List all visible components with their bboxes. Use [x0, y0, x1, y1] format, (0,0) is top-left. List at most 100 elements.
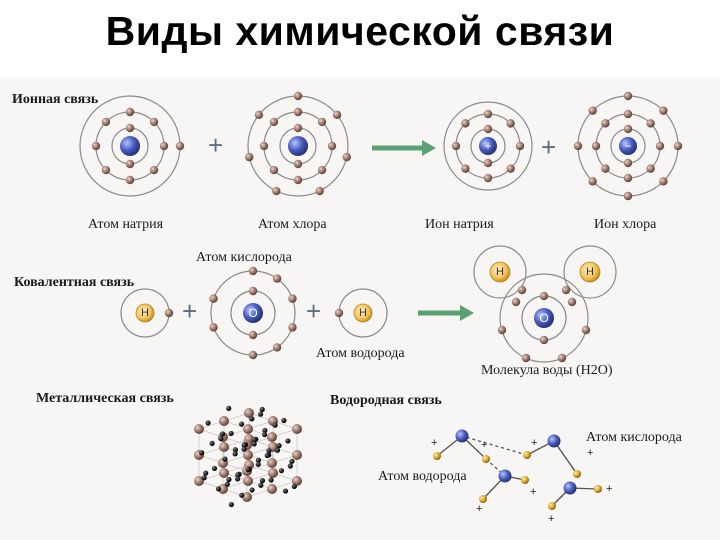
electron: [269, 117, 279, 127]
electron: [673, 141, 683, 151]
electron: [332, 110, 342, 120]
label-hb-hydrogen: Атом водорода: [378, 469, 467, 484]
metal-ion: [194, 424, 204, 434]
hydrogen-nucleus: [135, 303, 155, 323]
electron: [588, 177, 597, 186]
electron: [317, 165, 327, 175]
free-electron: [239, 492, 245, 498]
free-electron: [276, 443, 282, 449]
electron: [254, 110, 264, 120]
electron: [245, 152, 254, 162]
electron: [101, 165, 111, 175]
plus-sign-3: +: [182, 296, 197, 326]
electron: [272, 274, 282, 283]
free-electron: [262, 427, 268, 434]
electron: [293, 123, 303, 133]
hydrogen-atom: [521, 476, 529, 484]
metal-ion: [267, 458, 277, 468]
electron: [293, 107, 303, 117]
covalent-arrow: [418, 305, 474, 321]
electron: [588, 106, 597, 115]
free-electron: [226, 405, 232, 411]
partial-charge: +: [476, 503, 482, 515]
metal-ion: [292, 476, 302, 486]
section-ionic-label: Ионная связь: [12, 92, 99, 107]
metal-ion: [243, 450, 253, 460]
electron: [506, 164, 515, 173]
hydrogen-nucleus: [353, 303, 373, 323]
partial-charge: +: [431, 437, 437, 449]
nucleus: [288, 136, 308, 156]
electron: [149, 117, 159, 127]
section-metallic-label: Металлическая связь: [36, 391, 174, 406]
electron: [125, 123, 135, 133]
electron: [159, 141, 169, 151]
free-electron: [218, 436, 224, 442]
hydrogen-atom: [433, 452, 441, 460]
electron: [91, 141, 101, 151]
electron: [483, 173, 493, 183]
hydrogen-nucleus: [489, 261, 511, 283]
free-electron: [255, 457, 262, 463]
electron: [601, 119, 610, 128]
label-hb-oxygen: Атом кислорода: [586, 430, 683, 445]
electron: [288, 323, 297, 332]
electron: [511, 297, 521, 307]
chlorine-ion: −: [573, 91, 683, 201]
metal-ion: [218, 484, 228, 494]
metal-ion: [267, 484, 277, 494]
label-water-molecule: Молекула воды (H2O): [481, 363, 613, 378]
electron: [461, 119, 470, 128]
partial-charge: +: [481, 439, 487, 451]
electron: [461, 164, 470, 173]
electron: [623, 91, 633, 101]
partial-charge: +: [530, 486, 536, 498]
plus-sign-2: +: [541, 132, 556, 162]
free-electron: [203, 470, 209, 476]
free-electron: [219, 431, 226, 437]
hydrogen-symbol: H: [359, 307, 367, 319]
free-electron: [255, 461, 261, 467]
hydrogen-atom-right: H: [334, 288, 388, 338]
electron: [149, 165, 159, 175]
free-electron: [249, 416, 255, 422]
free-electron: [285, 438, 291, 444]
plus-sign-1: +: [208, 130, 223, 160]
oxygen-atom: [498, 469, 512, 483]
nucleus: [619, 137, 637, 155]
free-electron: [282, 488, 289, 494]
free-electron: [235, 472, 241, 478]
sodium-atom: [79, 95, 185, 197]
electron-shell: [443, 101, 533, 191]
free-electron: [268, 477, 274, 483]
ionic-arrow: [372, 140, 436, 156]
free-electron: [234, 476, 241, 482]
metal-ion: [243, 424, 253, 434]
electron: [573, 141, 583, 151]
nucleus: [120, 136, 140, 156]
free-electron: [258, 482, 264, 488]
electron: [293, 175, 303, 185]
oxygen-symbol: O: [539, 311, 548, 325]
electron: [539, 291, 549, 301]
free-electron: [226, 476, 232, 483]
metal-ion: [292, 450, 302, 460]
free-electron: [259, 406, 265, 413]
electron: [623, 191, 633, 201]
electron: [557, 353, 567, 363]
electron: [581, 325, 591, 335]
chlorine-atom: [245, 91, 351, 197]
page-title: Виды химической связи: [105, 8, 615, 54]
free-electron: [205, 420, 211, 426]
metal-ion: [292, 424, 302, 434]
electron: [655, 141, 665, 151]
electron: [483, 158, 493, 168]
partial-charge: +: [606, 483, 612, 495]
electron: [125, 159, 135, 169]
electron: [209, 294, 218, 303]
nucleus: [534, 308, 554, 328]
electron: [334, 308, 344, 318]
hydrogen-atom: [594, 485, 602, 493]
electron: [659, 177, 668, 186]
